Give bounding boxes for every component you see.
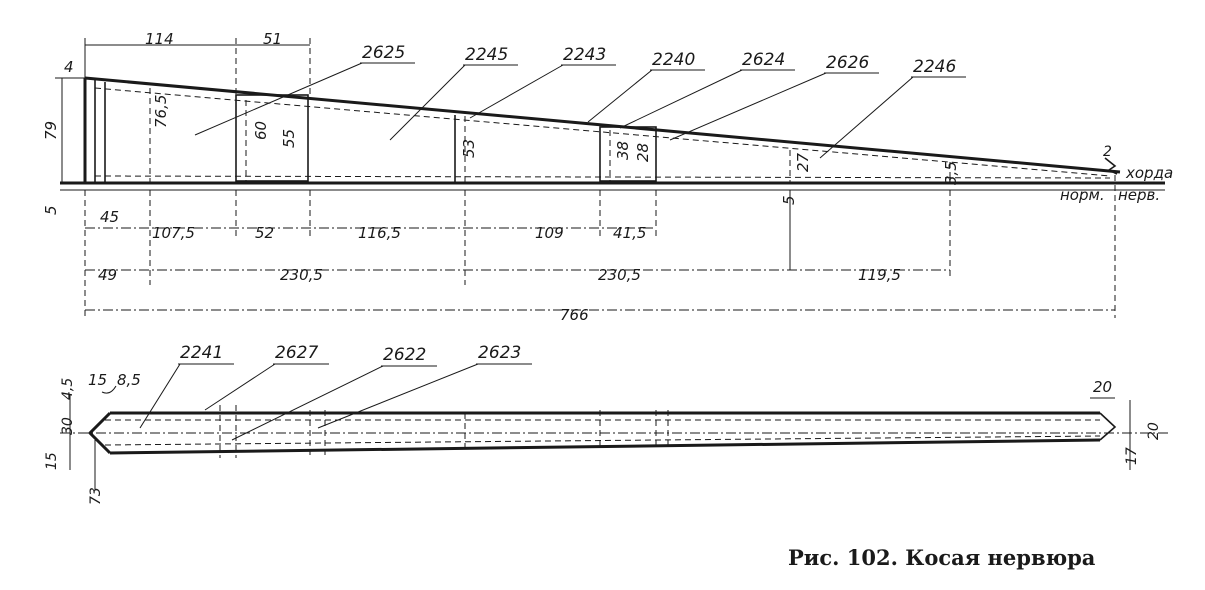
row2-dimensions: 49 230,5 230,5 119,5 [85, 190, 951, 284]
part-2627: 2627 [275, 343, 318, 363]
part-2241-leader [139, 363, 181, 429]
figure-caption: Рис. 102. Косая нервюра [788, 545, 1096, 570]
dim-h-28: 28 [634, 143, 652, 162]
dim-h-38: 38 [614, 141, 632, 160]
elevation-view: 2 2625 2245 2243 2240 2624 2626 2246 [42, 30, 1173, 324]
dim-230-5-a: 230,5 [280, 266, 323, 284]
dim-49: 49 [98, 266, 117, 284]
dim-plan-end-height: 20 [1146, 422, 1162, 440]
label-rib: нерв. [1118, 186, 1160, 204]
height-dimensions: 4 79 5 76,5 60 55 53 38 28 27 5 3,5 [42, 58, 960, 270]
part-2627-leader [204, 363, 276, 411]
dim-plan-73: 73 [88, 487, 104, 505]
part-2245: 2245 [465, 45, 508, 65]
part-2622: 2622 [383, 345, 426, 365]
dim-45: 45 [100, 208, 119, 226]
dim-plan-15-side: 15 [44, 452, 60, 470]
dim-root-total: 79 [42, 121, 60, 140]
dim-h-55: 55 [280, 129, 298, 148]
top-flange [84, 76, 1121, 174]
part-2622-leader [231, 365, 384, 441]
part-2624: 2624 [742, 50, 785, 70]
overall-dimension: 766 [85, 175, 1116, 324]
dim-85-leader [101, 385, 117, 394]
dim-root-top: 4 [64, 58, 74, 76]
top-dimensions: 114 51 [84, 30, 311, 95]
dim-plan-4-5: 4,5 [60, 378, 76, 400]
dim-51: 51 [263, 30, 282, 48]
bottom-flange-inner [94, 175, 1111, 179]
plan-tip [1099, 412, 1117, 441]
lightening-window-2 [599, 126, 657, 182]
dim-41-5: 41,5 [613, 224, 646, 242]
dim-plan-8-5: 8,5 [117, 371, 141, 389]
dim-h-5: 5 [780, 195, 798, 205]
dim-plan-end-17: 17 [1124, 447, 1140, 465]
plan-dimensions: 15 8,5 4,5 30 15 73 20 20 17 [44, 371, 1162, 505]
row1-dimensions: 45 107,5 52 116,5 109 41,5 [84, 190, 657, 320]
part-2246-leader [819, 76, 914, 159]
plan-view: 2241 2627 2622 2623 15 8,5 4,5 30 15 73 … [44, 343, 1170, 505]
plan-part-labels: 2241 2627 2622 2623 [139, 343, 532, 441]
part-2246: 2246 [913, 57, 956, 77]
part-2623: 2623 [478, 343, 521, 363]
dim-h-27: 27 [794, 152, 812, 172]
part-2624-leader [619, 69, 743, 129]
part-2243-leader [469, 64, 564, 119]
dim-below-chord: 5 [42, 205, 60, 215]
dim-230-5-b: 230,5 [598, 266, 641, 284]
part-2623-leader [317, 363, 479, 429]
dim-107-5: 107,5 [152, 224, 195, 242]
plan-bottom-edge [109, 438, 1101, 455]
lightening-window-1 [235, 94, 309, 182]
part-2240-leader [587, 69, 653, 123]
elevation-part-labels: 2625 2245 2243 2240 2624 2626 2246 [194, 43, 966, 159]
plan-root-point [87, 411, 112, 455]
part-2626: 2626 [826, 53, 869, 73]
dim-116-5: 116,5 [358, 224, 401, 242]
dim-h-3-5: 3,5 [942, 161, 960, 185]
plan-bottom-inner [104, 435, 1101, 446]
tip-mark-label: 2 [1103, 144, 1112, 160]
part-2625: 2625 [362, 43, 405, 63]
dim-109: 109 [535, 224, 564, 242]
dim-766: 766 [560, 306, 589, 324]
label-normal: норм. [1060, 186, 1105, 204]
part-2245-leader [389, 64, 466, 141]
dim-114: 114 [145, 30, 174, 48]
reference-labels: хорда норм. нерв. [1060, 164, 1173, 204]
dim-h-53: 53 [460, 139, 478, 158]
label-chord: хорда [1125, 164, 1173, 182]
part-2626-leader [669, 72, 827, 141]
dim-h-60: 60 [252, 121, 270, 140]
part-2243: 2243 [563, 45, 606, 65]
dim-h-76-5: 76,5 [152, 95, 170, 128]
part-2241: 2241 [180, 343, 223, 363]
dim-plan-end-20: 20 [1093, 378, 1112, 396]
tip-mark-symbol [1104, 157, 1118, 175]
dim-119-5: 119,5 [858, 266, 901, 284]
dim-plan-30: 30 [60, 417, 76, 435]
dim-plan-15-top: 15 [88, 371, 107, 389]
part-2240: 2240 [652, 50, 695, 70]
part-2625-leader [194, 62, 363, 136]
dim-52: 52 [255, 224, 274, 242]
